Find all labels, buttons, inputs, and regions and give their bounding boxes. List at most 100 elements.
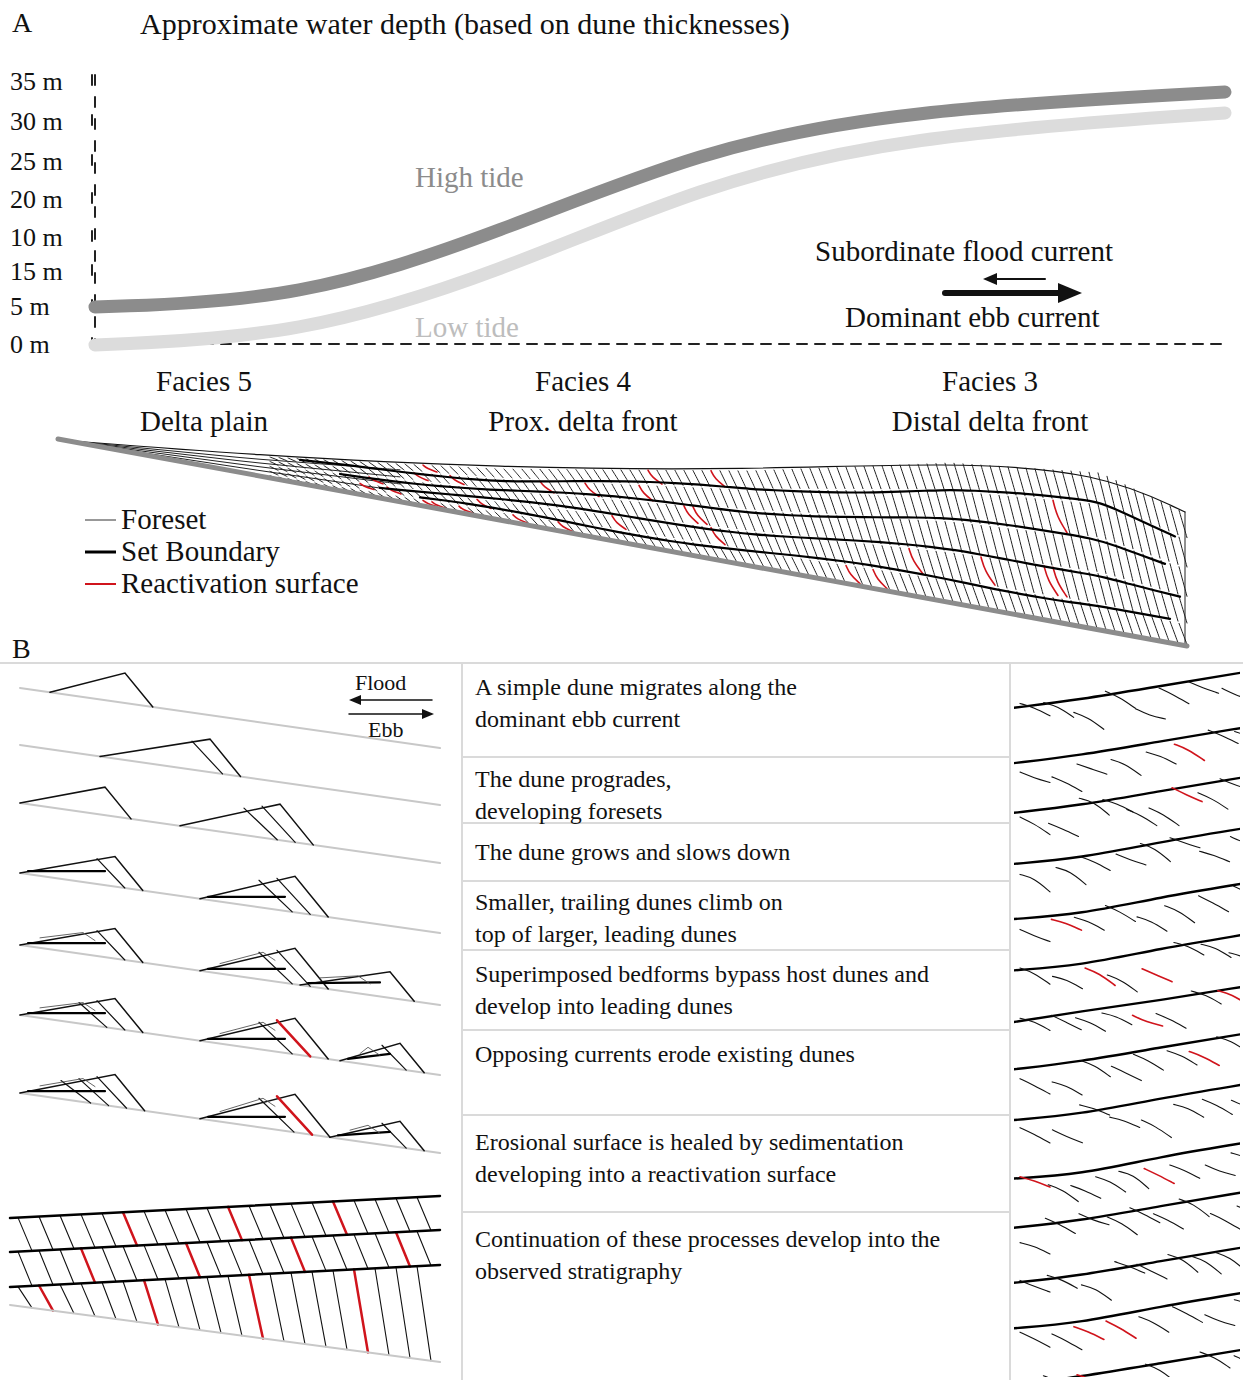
reactivation-surface [684,506,698,523]
foreset [1199,896,1229,912]
foreset [792,490,800,512]
stage-sketch [20,1075,440,1153]
foreset [39,1251,53,1285]
foreset [1080,537,1088,570]
foreset [1152,617,1160,639]
panel-b-graphics [0,663,1243,1380]
foreset [360,469,368,475]
dune-outline [50,673,153,707]
set-boundary [208,968,285,970]
superimposed-bedform [40,933,95,941]
foreset [738,510,746,530]
slope-baseline [20,745,440,805]
foreset [378,463,386,469]
dune-outline [20,1075,145,1111]
foreset [1143,586,1151,615]
foreset [1071,471,1079,501]
superimposed-bedform [350,1125,380,1133]
flood-arrow-head [349,695,361,705]
set-boundary [1014,777,1240,813]
foreset [657,486,665,502]
ebb-arrow-head [1058,283,1082,303]
foreset [999,495,1007,526]
foreset [1098,605,1106,630]
foreset [312,1203,326,1236]
foreset [927,491,935,519]
foreset [954,553,962,580]
set-boundary [1014,986,1240,1022]
foreset [1089,604,1097,628]
foreset [297,469,305,474]
foreset [97,859,125,888]
foreset [990,558,998,586]
foreset [1053,534,1061,567]
figure-label: Subordinate flood current [815,234,1113,269]
foreset [1107,607,1115,631]
foreset [369,485,377,491]
foreset [18,1287,32,1308]
reactivation-surface [1174,744,1204,760]
foreset [1205,1315,1235,1326]
foreset [1080,571,1088,601]
foreset [375,1199,389,1232]
foreset [972,524,980,555]
foreset [1116,854,1146,865]
slope-baseline [20,688,440,748]
foreset [1125,485,1133,516]
superimposed-bedform [220,952,275,963]
foreset [1170,1165,1200,1178]
foreset [954,581,962,603]
foreset [855,517,863,542]
foreset [207,1277,221,1333]
foreset [1062,568,1070,598]
reactivation-surface [1172,788,1202,802]
foreset [1146,1364,1176,1377]
axis-tick [91,265,93,275]
foreset [963,492,971,522]
foreset [1035,532,1043,564]
foreset [972,556,980,584]
foreset [1020,1280,1050,1292]
foreset [990,526,998,557]
foreset [1111,1066,1141,1080]
foreset [927,577,935,598]
foreset [1140,844,1170,862]
foreset [1048,823,1078,836]
foreset [1229,953,1240,967]
delta-cross-section [58,439,1187,646]
foreset [1062,535,1070,568]
foreset [97,931,125,960]
set-boundary [420,497,1170,619]
foreset [387,463,395,469]
set-boundary [10,1196,440,1218]
foreset [963,583,971,605]
foreset [900,548,908,573]
foreset [936,551,944,578]
foreset [144,1211,158,1244]
foreset [864,568,872,587]
foreset [1116,609,1124,633]
foreset [1089,572,1097,603]
foreset [414,465,422,472]
stage-sketch [20,929,440,1005]
foreset [1020,1018,1050,1030]
foreset [1071,570,1079,600]
foreset [828,563,836,581]
reactivation-surface [333,1201,347,1234]
foreset [1201,944,1231,957]
foreset [1044,499,1052,531]
reactivation-surface [909,549,923,574]
table-cell-text: Smaller, trailing dunes climb on top of … [475,887,805,950]
foreset [891,572,899,592]
foreset [97,1077,127,1109]
foreset [165,1210,179,1243]
foreset [1110,1117,1140,1127]
foreset [354,1234,368,1268]
foreset [918,520,926,548]
table-rule [462,1211,1010,1213]
foreset [1235,731,1240,744]
foreset [774,490,782,511]
foreset [909,465,917,489]
dune-outline [20,929,143,963]
foreset [900,491,908,518]
